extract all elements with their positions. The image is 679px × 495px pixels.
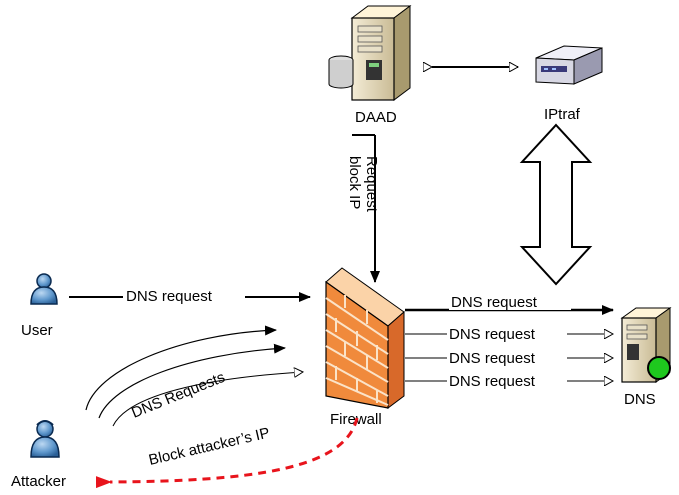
dns-status-indicator: [647, 356, 671, 380]
svg-text:Request: Request: [363, 156, 380, 213]
daad-server-icon: [328, 5, 412, 101]
dns-request-label-3: DNS request: [449, 350, 536, 367]
iptraf-appliance-icon: [535, 45, 603, 85]
user-icon: [30, 273, 58, 305]
dns-label: DNS: [624, 391, 656, 408]
firewall-icon: [325, 267, 405, 409]
block-attacker-ip-arrow: [95, 417, 359, 489]
user-label: User: [21, 322, 53, 339]
attacker-label: Attacker: [11, 473, 66, 490]
attacker-dns-requests-arrows: [85, 325, 303, 427]
iptraf-dns-double-arrow: [519, 123, 593, 286]
dns-request-label-4: DNS request: [449, 373, 536, 390]
dns-request-label-2: DNS request: [449, 326, 536, 343]
request-block-ip-label: Request block IP: [346, 156, 380, 213]
firewall-dns-arrows: [405, 305, 614, 381]
daad-label: DAAD: [355, 109, 397, 126]
user-dns-request-label: DNS request: [126, 288, 213, 305]
attacker-icon: [30, 420, 60, 458]
dns-server-icon: [620, 307, 672, 383]
dns-request-label-1: DNS request: [451, 294, 538, 311]
request-block-ip-arrow: [352, 134, 380, 283]
dns-requests-label: DNS Requests: [129, 369, 227, 422]
svg-text:Block attacker’s IP: Block attacker’s IP: [147, 425, 271, 469]
svg-text:block IP: block IP: [346, 156, 363, 209]
iptraf-label: IPtraf: [544, 106, 581, 123]
block-attacker-ip-label: Block attacker’s IP: [147, 425, 271, 469]
svg-text:DNS Requests: DNS Requests: [129, 369, 227, 422]
